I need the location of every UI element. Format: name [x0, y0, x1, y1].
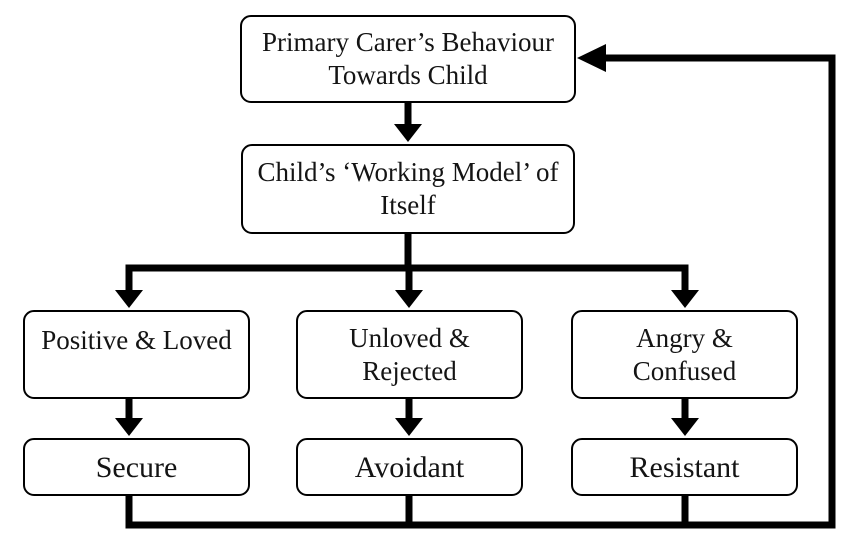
node-label-line: Child’s ‘Working Model’ of	[257, 157, 559, 187]
node-label-line: Unloved &	[349, 322, 470, 353]
node-avoidant: Avoidant	[296, 438, 523, 496]
node-primary-carer-behaviour: Primary Carer’s Behaviour Towards Child	[240, 15, 576, 103]
arrowhead-into-unloved	[395, 290, 423, 308]
arrowhead-into-positive	[115, 290, 143, 308]
node-label-line: Avoidant	[354, 450, 465, 484]
arrowhead-into-resistant	[671, 418, 699, 436]
node-angry-confused: Angry & Confused	[571, 310, 798, 399]
node-resistant: Resistant	[571, 438, 798, 496]
node-label-line: Resistant	[629, 450, 740, 484]
node-secure: Secure	[23, 438, 250, 496]
feedback-loop-line	[125, 54, 836, 529]
node-label-line: Itself	[380, 190, 436, 220]
node-label-line: Towards Child	[328, 60, 488, 90]
arrowhead-into-model	[394, 124, 422, 142]
arrowhead-into-angry	[671, 290, 699, 308]
node-child-working-model: Child’s ‘Working Model’ of Itself	[241, 144, 575, 234]
arrowhead-into-carer	[577, 44, 606, 72]
node-label-line: Secure	[95, 450, 178, 484]
node-label-line: Primary Carer’s Behaviour	[262, 27, 554, 57]
node-label-line: Confused	[632, 355, 737, 386]
arrowhead-into-avoidant	[395, 418, 423, 436]
arrowhead-into-secure	[115, 418, 143, 436]
node-label-line: Angry &	[636, 322, 733, 353]
node-label-line: Rejected	[362, 355, 457, 386]
node-positive-loved: Positive & Loved	[23, 310, 250, 399]
node-unloved-rejected: Unloved & Rejected	[296, 310, 523, 399]
node-label-line: Positive & Loved	[41, 325, 232, 355]
